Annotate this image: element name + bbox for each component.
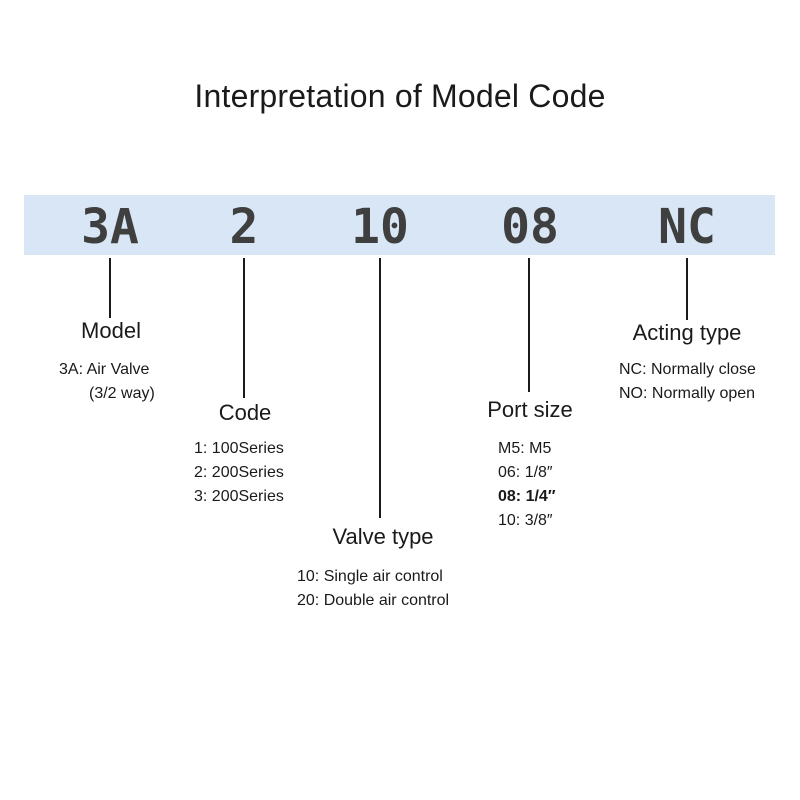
connector-line-code (243, 258, 245, 398)
desc-model-line: (3/2 way) (89, 385, 155, 402)
model-code-band (24, 195, 775, 255)
code-segment-port-size: 08 (501, 199, 559, 255)
code-segment-acting-type: NC (658, 199, 716, 255)
label-model: Model (81, 318, 141, 343)
desc-valve-type-line: 10: Single air control (297, 568, 443, 585)
connector-line-port-size (528, 258, 530, 392)
code-segment-code: 2 (229, 199, 259, 255)
desc-acting-type: NC: Normally close NO: Normally open (619, 358, 756, 406)
desc-port-size-line: 10: 3/8″ (498, 512, 553, 529)
connector-line-valve-type (379, 258, 381, 518)
desc-code: 1: 100Series 2: 200Series 3: 200Series (194, 437, 284, 509)
desc-acting-type-line: NO: Normally open (619, 385, 756, 402)
desc-code-line: 2: 200Series (194, 464, 284, 481)
desc-port-size: M5: M5 06: 1/8″ 08: 1/4″ 10: 3/8″ (498, 437, 555, 533)
diagram-title: Interpretation of Model Code (194, 78, 606, 114)
desc-port-size-line: 08: 1/4″ (498, 488, 556, 505)
desc-code-line: 1: 100Series (194, 440, 284, 457)
desc-port-size-line: M5: M5 (498, 440, 552, 457)
desc-valve-type: 10: Single air control 20: Double air co… (297, 565, 449, 613)
connector-line-model (109, 258, 111, 318)
label-port-size: Port size (487, 397, 573, 422)
desc-valve-type-line: 20: Double air control (297, 592, 450, 609)
desc-acting-type-line: NC: Normally close (619, 361, 756, 378)
code-segment-valve-type: 10 (351, 199, 409, 255)
label-code: Code (218, 400, 272, 425)
code-segment-model: 3A (81, 199, 139, 255)
desc-model: 3A: Air Valve (3/2 way) (59, 358, 155, 406)
desc-port-size-line: 06: 1/8″ (498, 464, 553, 481)
connector-line-acting-type (686, 258, 688, 320)
label-acting-type: Acting type (632, 320, 742, 345)
label-valve-type: Valve type (332, 524, 434, 549)
desc-code-line: 3: 200Series (194, 488, 284, 505)
desc-model-line: 3A: Air Valve (59, 361, 150, 378)
